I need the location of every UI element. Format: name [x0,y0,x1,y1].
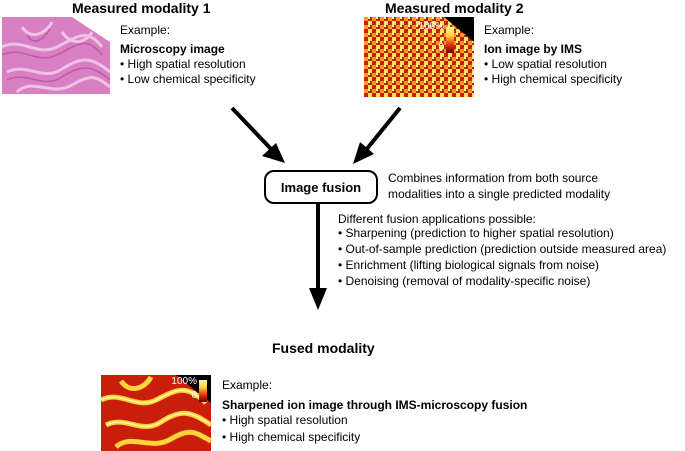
modality1-bullet: High spatial resolution [120,57,246,72]
modality2-name: Ion image by IMS [484,42,583,56]
fusion-description-line: modalities into a single predicted modal… [388,187,611,201]
legend-min: 0 [438,42,444,53]
colorbar [446,27,454,53]
modality2-bullet: Low spatial resolution [484,57,607,72]
fused-bullet: High spatial resolution [222,413,348,428]
modality1-example-label: Example: [120,23,171,37]
arrow-right-head [353,142,374,164]
image-fusion-box: Image fusion [264,170,378,204]
legend-max: 100% [171,376,197,387]
modality2-title: Measured modality 2 [385,0,524,16]
applications-heading: Different fusion applications possible: [338,212,536,226]
arrow-left-head [262,143,285,163]
modality1-bullet: Low chemical specificity [120,72,256,87]
modality2-bullet: High chemical specificity [484,72,623,87]
image-fusion-label: Image fusion [280,179,362,195]
fused-example-label: Example: [222,378,273,392]
fused-title: Fused modality [272,340,375,356]
application-item: Enrichment (lifting biological signals f… [338,258,599,273]
fused-name: Sharpened ion image through IMS-microsco… [222,398,528,412]
arrow-down-head [309,288,327,310]
modality1-title: Measured modality 1 [72,0,211,16]
arrow-right [364,106,402,152]
fused-bullet: High chemical specificity [222,430,361,445]
application-item: Sharpening (prediction to higher spatial… [338,226,614,241]
modality2-example-label: Example: [484,23,535,37]
modality1-name: Microscopy image [120,42,225,56]
fused-ion-image: 100% 0 [101,375,211,451]
application-item: Out-of-sample prediction (prediction out… [338,242,667,257]
microscopy-image [2,17,110,94]
colorbar [199,380,207,402]
fusion-description-line: Combines information from both source [388,171,599,185]
legend-max: 100% [418,21,444,32]
ion-image: 100% 0 [364,17,474,97]
arrow-left [230,106,274,152]
application-item: Denoising (removal of modality-specific … [338,274,591,289]
legend-min: 0 [191,390,197,401]
